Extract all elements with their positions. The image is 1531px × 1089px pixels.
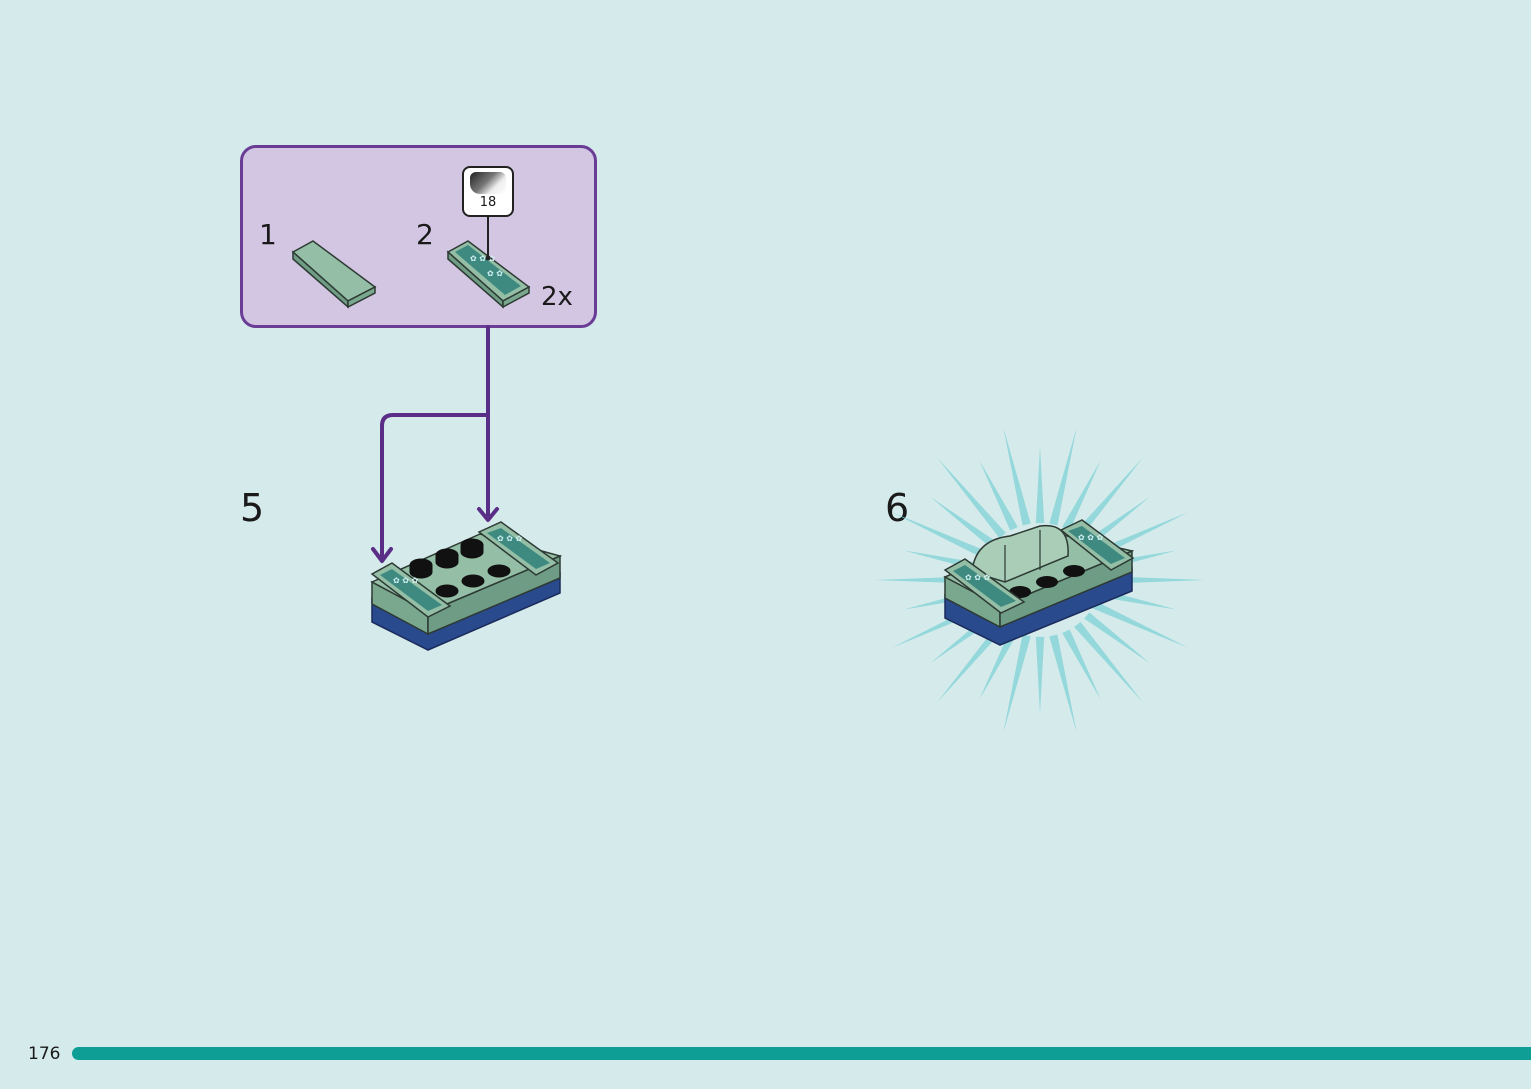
part-tile-decorated: ✿ ✿ ✿ ✿ ✿ bbox=[446, 240, 531, 309]
part-tile-plain bbox=[291, 240, 377, 309]
svg-text:✿ ✿ ✿: ✿ ✿ ✿ bbox=[965, 573, 990, 582]
placement-arrows bbox=[371, 325, 499, 563]
svg-text:✿ ✿ ✿: ✿ ✿ ✿ bbox=[497, 534, 522, 543]
burst-ray bbox=[930, 496, 996, 548]
sticker-badge: 18 bbox=[462, 166, 514, 217]
burst-ray bbox=[1092, 601, 1189, 649]
footer-bar bbox=[72, 1047, 1531, 1060]
burst-ray bbox=[1003, 634, 1031, 733]
svg-text:✿ ✿ ✿: ✿ ✿ ✿ bbox=[393, 576, 418, 585]
svg-text:✿ ✿ ✿: ✿ ✿ ✿ bbox=[470, 254, 495, 263]
svg-text:✿ ✿: ✿ ✿ bbox=[487, 269, 503, 278]
parts-callout bbox=[240, 145, 597, 328]
burst-ray bbox=[937, 457, 1006, 539]
burst-ray bbox=[1084, 612, 1150, 664]
step-5-model: ✿ ✿ ✿ ✿ ✿ ✿ bbox=[370, 521, 563, 651]
svg-text:✿ ✿ ✿: ✿ ✿ ✿ bbox=[1078, 533, 1103, 542]
burst-ray bbox=[1062, 459, 1101, 531]
burst-ray bbox=[891, 511, 988, 559]
burst-ray bbox=[1074, 457, 1143, 539]
burst-ray bbox=[979, 629, 1018, 701]
sticker-icon bbox=[470, 172, 506, 194]
burst-ray bbox=[1049, 634, 1077, 733]
step-6-model: ✿ ✿ ✿ ✿ ✿ ✿ bbox=[943, 519, 1135, 646]
sticker-number: 18 bbox=[479, 195, 497, 210]
part-index-1: 1 bbox=[259, 218, 277, 251]
step-number-5: 5 bbox=[240, 486, 265, 530]
burst-ray bbox=[1035, 446, 1045, 524]
burst-ray bbox=[1003, 427, 1031, 526]
burst-ray bbox=[1062, 629, 1101, 701]
burst-ray bbox=[1074, 621, 1143, 703]
part-quantity: 2x bbox=[541, 282, 573, 312]
burst-ray bbox=[937, 621, 1006, 703]
burst-ray bbox=[1049, 427, 1077, 526]
page-number: 176 bbox=[28, 1044, 61, 1064]
burst-ray bbox=[1035, 636, 1045, 714]
part-index-2: 2 bbox=[416, 218, 434, 251]
burst-ray bbox=[979, 459, 1018, 531]
step-number-6: 6 bbox=[885, 486, 910, 530]
